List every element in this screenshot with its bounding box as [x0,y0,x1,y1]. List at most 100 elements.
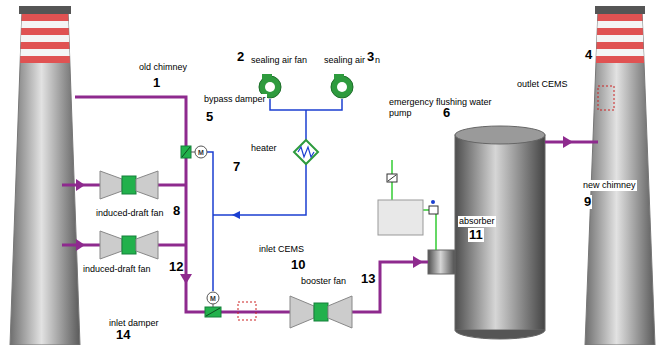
part-label: inlet CEMS [258,244,305,255]
callout-number: 8 [172,204,181,218]
absorber-vessel [455,330,545,339]
induced-draft-fan [136,231,158,259]
part-label: bypass damper [203,94,267,105]
induced-draft-fan [122,236,136,254]
booster-fan [314,303,328,321]
flow-arrow [563,136,573,148]
cems-probe [238,86,614,320]
induced-draft-fan [122,176,136,194]
new-chimney [580,28,660,35]
damper-symbol [207,292,219,304]
flow-arrow [76,136,573,284]
absorber-vessel [455,126,545,144]
callout-number: 6 [442,106,451,120]
sealing-air-fan [337,82,347,92]
callout-number: 10 [290,258,306,272]
old-chimney [0,6,90,345]
flushing-water-line [423,210,436,250]
part-label: heater [250,143,278,154]
motor-mark: M [210,295,216,302]
flue-duct [352,262,428,312]
sealing-air-line [207,152,213,291]
absorber-vessel [428,250,456,274]
callout-number: 2 [236,50,245,64]
sealing-air-fan [259,74,353,98]
new-chimney [580,14,660,21]
valve-symbol [429,206,438,214]
callout-number: 7 [232,160,241,174]
callout-number: 3 [366,50,375,64]
old-chimney [0,49,90,56]
flow-arrow [180,274,192,284]
part-label: absorber [458,216,496,227]
valve-symbol [387,174,438,214]
sealing-air-fan [331,76,353,98]
flow-arrow [76,179,85,191]
sealing-air-line [207,99,342,291]
damper-symbol [181,146,221,317]
old-chimney [0,28,90,35]
old-chimney [0,42,90,49]
new-chimney [580,35,660,42]
induced-draft-fan [100,171,122,199]
old-chimney [0,14,90,63]
part-label: booster fan [300,276,347,287]
induced-draft-fan [136,171,158,199]
water-tank [378,200,423,235]
flow-arrow [76,239,85,251]
callout-number: 4 [584,48,593,62]
part-label: induced-draft fan [82,264,152,275]
sealing-air-fan [334,74,344,79]
booster-fan [328,296,352,328]
heater-symbol [294,140,318,164]
motor-mark: M [198,149,204,156]
flue-duct [75,97,290,312]
part-label: outlet CEMS [516,79,569,90]
flue-duct [158,244,186,247]
heater-symbol [298,147,314,157]
old-chimney [0,56,90,63]
flue-duct [62,97,598,312]
new-chimney [580,21,660,28]
sealing-air-line [270,99,342,110]
damper-symbol [206,308,220,316]
cems-probe [238,302,256,320]
absorber-vessel [455,135,545,330]
callout-number: 11 [468,228,484,242]
callout-number: 12 [168,260,184,274]
callout-number: 13 [360,272,376,286]
induced-draft-fan [100,231,122,259]
flue-duct [158,184,186,187]
water-tank [378,200,423,235]
valve-symbol [388,175,396,181]
callout-number: 14 [115,328,131,342]
valve-symbol [431,200,435,204]
damper-symbol [205,307,221,317]
damper-symbol [181,146,191,158]
sealing-air-line [305,110,307,140]
part-label: induced-draft fan [95,208,165,219]
part-label: sealing air fan [250,55,308,66]
booster-fan [290,296,352,328]
part-label: new chimney [582,180,637,191]
cems-probe [598,86,614,110]
damper-symbol [195,146,207,158]
old-chimney [19,6,71,14]
sealing-air-arrow [232,211,240,219]
old-chimney [0,35,90,42]
sealing-air-fan [262,74,272,79]
old-chimney [0,14,90,21]
sealing-air-line [213,164,306,215]
booster-fan [290,296,314,328]
flow-arrow [413,256,423,268]
new-chimney [595,6,645,14]
valve-symbol [387,174,397,182]
new-chimney [580,6,660,345]
damper-symbol [191,152,195,153]
callout-number: 1 [152,76,161,90]
callout-number: 5 [205,110,214,124]
sealing-air-arrow [232,211,240,219]
part-label: old chimney [138,62,188,73]
callout-number: 9 [583,195,592,209]
